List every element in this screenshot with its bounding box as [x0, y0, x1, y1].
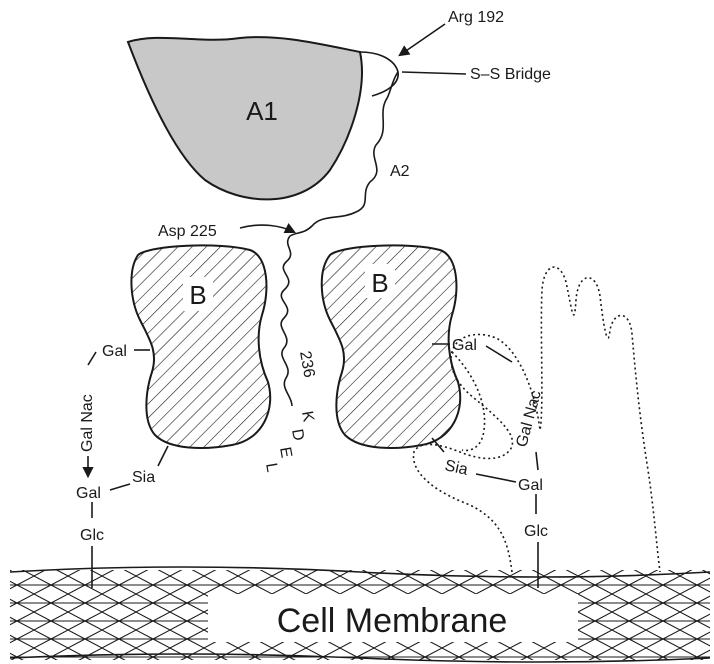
- kdel-d: D: [288, 428, 307, 442]
- gal-left-bottom: Gal: [76, 485, 101, 502]
- kdel-e: E: [276, 446, 295, 459]
- galnac-left: Gal Nac: [79, 394, 96, 452]
- b-left-label: B: [189, 280, 206, 310]
- gal-right-bottom: Gal: [518, 477, 543, 494]
- a1-subunit: A1: [128, 37, 362, 199]
- ss-bridge-loop: [360, 52, 398, 96]
- gal-left-top: Gal: [102, 343, 127, 360]
- sia-left: Sia: [132, 469, 155, 486]
- kdel-k: K: [298, 410, 317, 424]
- b-subunit-right: B: [322, 245, 460, 448]
- asp225-arrow: [240, 225, 294, 232]
- glc-right: Glc: [524, 523, 548, 540]
- kdel-l: L: [262, 462, 280, 474]
- b-subunit-left: B: [131, 245, 270, 448]
- b-right-label: B: [371, 268, 388, 298]
- res236-label: 236: [296, 350, 317, 379]
- ss-bridge-label: S–S Bridge: [470, 66, 551, 83]
- glc-left: Glc: [80, 527, 104, 544]
- sia-right: Sia: [443, 457, 469, 478]
- asp225-label: Asp 225: [158, 223, 217, 240]
- arg192-arrow: [400, 24, 445, 55]
- membrane-label: Cell Membrane: [277, 602, 508, 640]
- a2-label: A2: [390, 163, 410, 180]
- ss-bridge-pointer: [402, 72, 466, 74]
- a1-label: A1: [246, 96, 278, 126]
- galnac-right: Gal Nac: [513, 389, 544, 449]
- b-chain-linker: [281, 236, 292, 406]
- cell-membrane: Cell Membrane: [10, 567, 710, 662]
- arg192-label: Arg 192: [448, 9, 504, 26]
- gal-right-top: Gal: [452, 337, 477, 354]
